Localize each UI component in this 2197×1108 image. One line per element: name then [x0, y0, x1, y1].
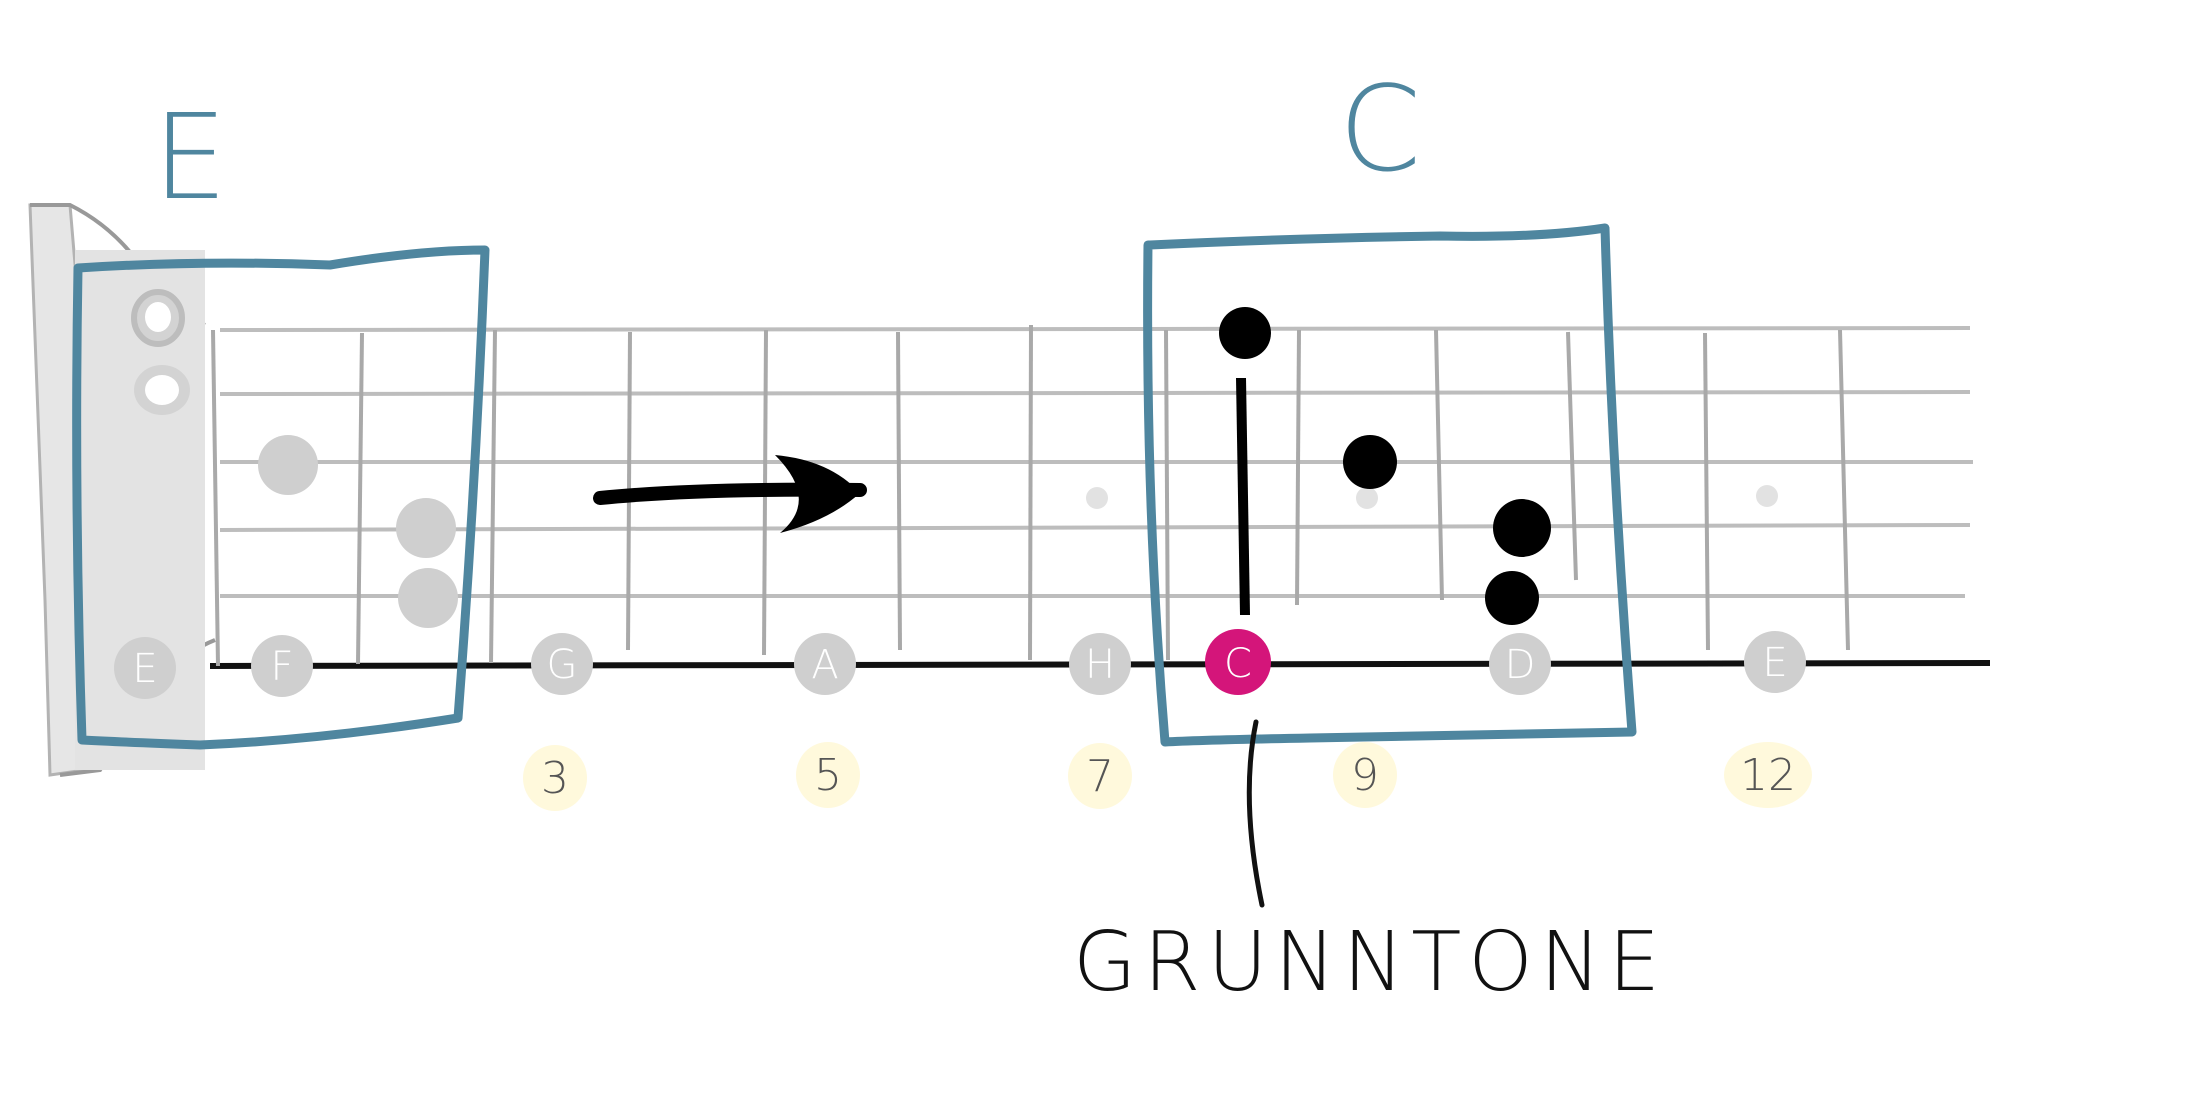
string-4 — [219, 523, 1971, 532]
e-chord-frame — [72, 245, 490, 750]
note-label: E — [132, 646, 157, 692]
note-label: F — [270, 644, 293, 690]
open-string-ring — [145, 302, 171, 332]
chord-frames — [72, 223, 1637, 750]
fret-markers: 3 5 7 9 12 — [523, 742, 1812, 811]
finger-dot — [1343, 435, 1397, 489]
fretboard — [28, 203, 1991, 777]
fret-marker-bg — [1724, 742, 1812, 808]
fret-marker-label: 7 — [1086, 751, 1114, 802]
fret-11 — [1703, 332, 1710, 651]
fret-10 — [1566, 331, 1578, 581]
fret-marker-bg — [1333, 742, 1397, 808]
note-circle — [1489, 633, 1551, 695]
finger-dot — [1493, 499, 1551, 557]
fret-5 — [896, 331, 902, 651]
e-chord-ghost — [131, 289, 458, 628]
barre-line — [1236, 378, 1250, 615]
inlay-dot — [1086, 487, 1108, 509]
note-circle — [794, 633, 856, 695]
note-circle — [531, 633, 593, 695]
note-circle — [114, 637, 176, 699]
note-label: E — [1762, 640, 1787, 686]
string-notes: E F G A H C D E — [114, 629, 1806, 699]
ghost-finger-dot — [258, 435, 318, 495]
fret-marker-bg — [1068, 743, 1132, 809]
fret-8 — [1295, 329, 1301, 606]
ghost-finger-dot — [396, 498, 456, 558]
note-circle — [1744, 631, 1806, 693]
note-label: H — [1085, 642, 1115, 688]
c-chord-shape — [1219, 307, 1551, 625]
finger-dot — [1219, 307, 1271, 359]
fret-9 — [1434, 329, 1444, 601]
note-label: G — [547, 642, 578, 688]
ghost-finger-dot — [398, 568, 458, 628]
c-chord-frame — [1143, 223, 1637, 747]
note-label: D — [1505, 642, 1536, 688]
frets — [211, 324, 1850, 667]
arrow-head-icon — [775, 455, 860, 533]
fret-7 — [1164, 329, 1170, 661]
note-circle — [1069, 633, 1131, 695]
fret-marker-label: 3 — [541, 753, 569, 804]
fret-6 — [1028, 324, 1033, 661]
fret-marker-label: 12 — [1740, 750, 1796, 801]
fret-marker-label: 9 — [1351, 750, 1379, 801]
fret-0 — [211, 329, 220, 667]
inlays — [1086, 485, 1778, 509]
string-2 — [219, 390, 1971, 396]
finger-dot — [1485, 571, 1539, 625]
fret-marker-label: 5 — [814, 750, 842, 801]
note-label: A — [811, 642, 838, 688]
root-caption: GRUNNTONE — [1073, 915, 1667, 1010]
strings — [219, 326, 1973, 598]
fret-2 — [489, 329, 497, 664]
chord-name-e: E — [153, 88, 228, 226]
root-pointer-line — [1246, 719, 1265, 908]
open-string-ring — [145, 375, 179, 405]
chord-name-c: C — [1339, 60, 1421, 198]
note-circle — [251, 635, 313, 697]
fret-marker-bg — [796, 742, 860, 808]
inlay-dot — [1756, 485, 1778, 507]
fret-12 — [1838, 329, 1850, 651]
fret-1 — [356, 332, 364, 665]
fret-marker-bg — [523, 745, 587, 811]
string-1 — [219, 326, 1971, 332]
root-note-label: C — [1224, 641, 1252, 687]
root-note-circle — [1205, 629, 1271, 695]
shift-arrow — [593, 455, 867, 533]
inlay-dot — [1356, 487, 1378, 509]
